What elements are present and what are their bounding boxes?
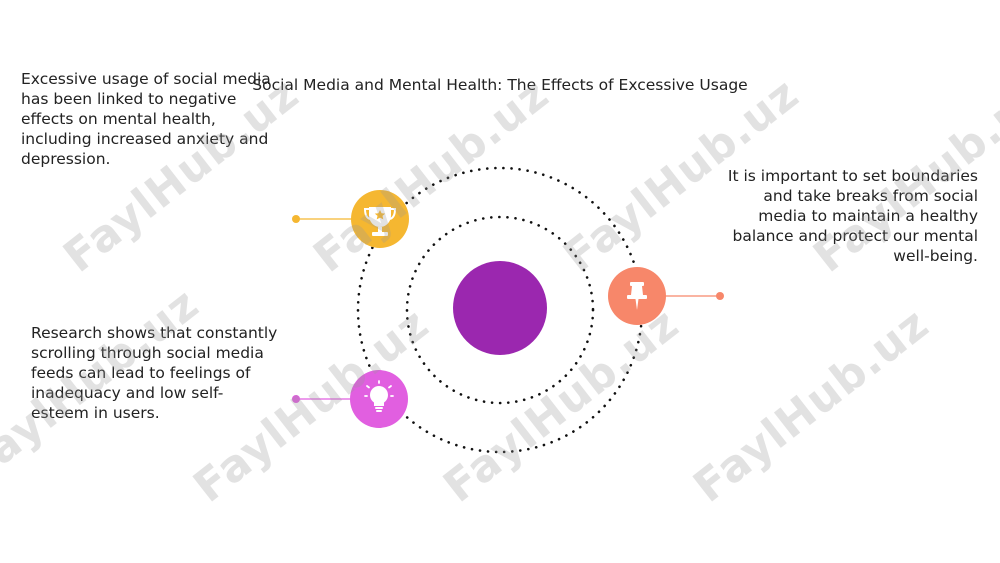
lightbulb-node [350,370,408,428]
point-text-anxiety: Excessive usage of social media has been… [21,70,271,168]
trophy-icon [363,207,397,236]
center-circle [453,261,547,355]
connector-right [664,292,724,300]
connector-top-left [292,215,352,223]
point-text-self-esteem: Research shows that constantly scrolling… [31,324,278,422]
trophy-node [351,190,409,248]
pushpin-node [608,267,666,325]
pushpin-icon [627,282,647,310]
slide-title: Social Media and Mental Health: The Effe… [252,76,748,94]
lightbulb-icon [364,380,394,412]
connector-bottom-left [292,395,352,403]
point-text-boundaries: It is important to set boundaries and ta… [727,167,978,265]
inner-orbit [405,215,595,405]
